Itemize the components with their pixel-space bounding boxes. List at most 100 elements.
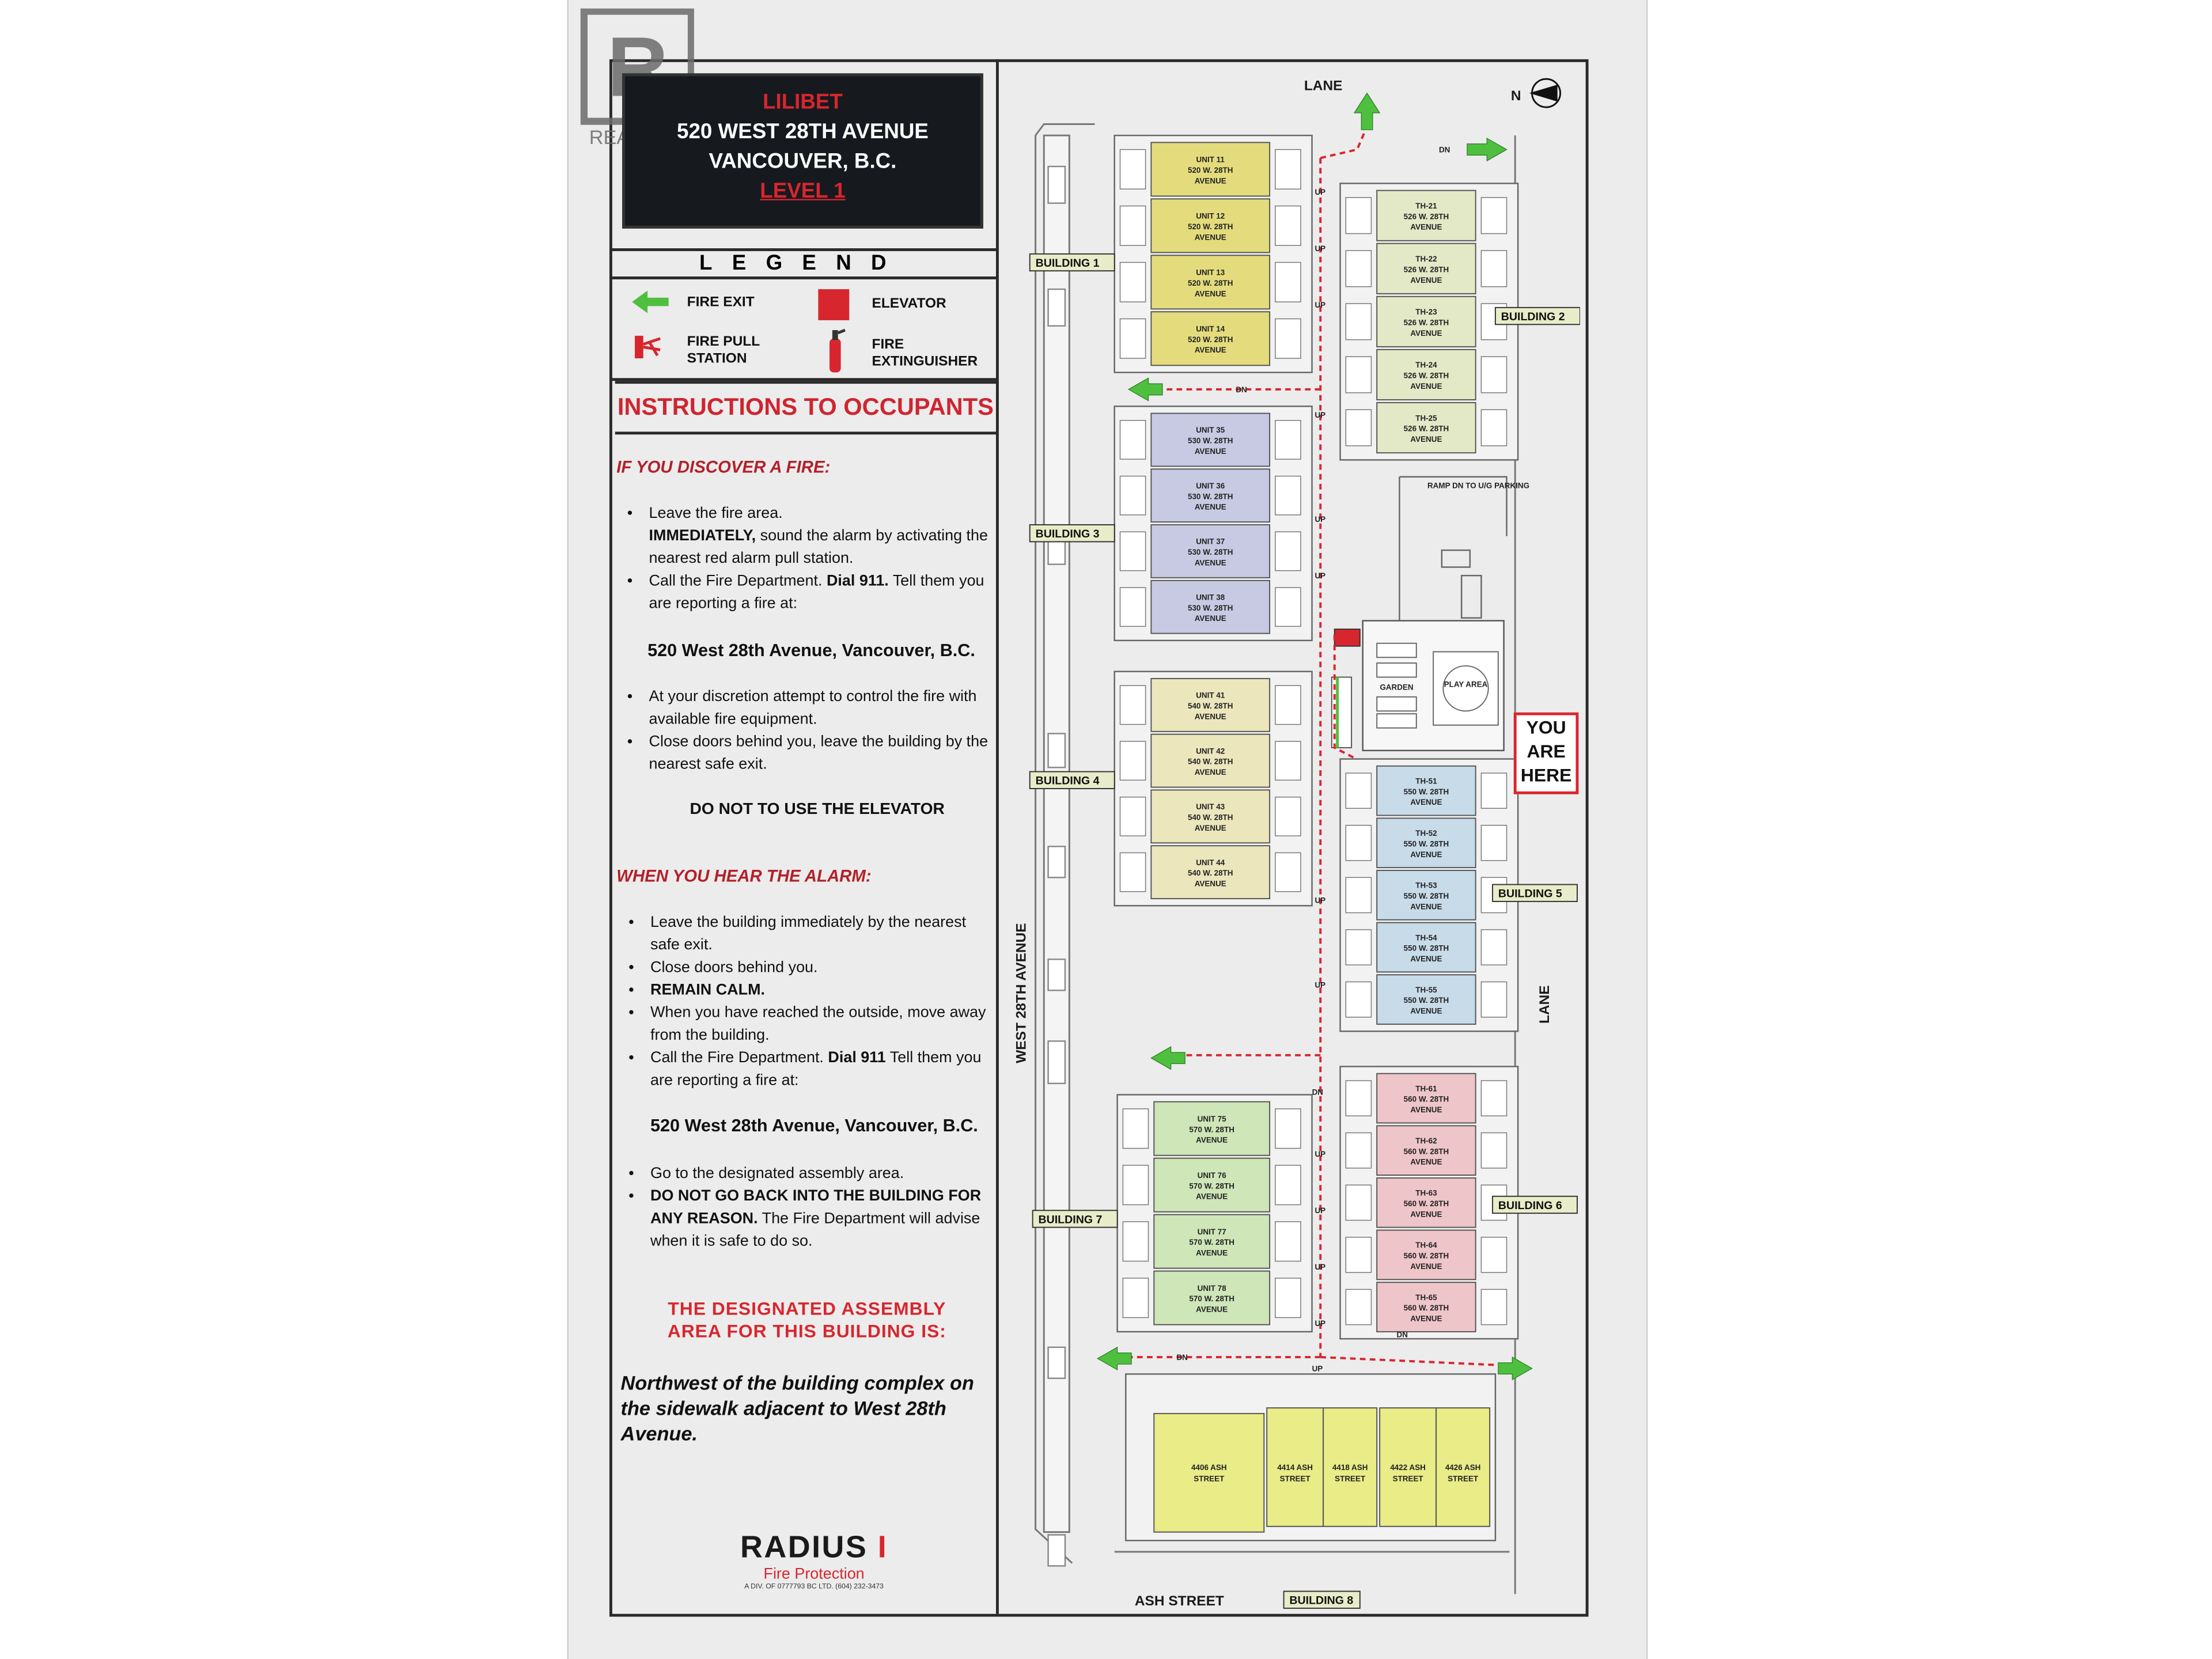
legend: FIRE EXIT ELEVATOR FIRE PULL STATION FIR… — [609, 276, 996, 381]
legend-pull-station-label: FIRE PULL STATION — [687, 334, 760, 368]
stair-marker: UP — [1315, 1150, 1325, 1158]
ramp-label: RAMP DN TO U/G PARKING — [1427, 481, 1529, 490]
play-area-label: PLAY AREA — [1444, 680, 1488, 689]
legend-heading: LEGEND — [609, 248, 996, 279]
stair-marker: UP — [1315, 301, 1325, 309]
building-label: BUILDING 4 — [1036, 775, 1100, 787]
stair-marker: UP — [1315, 571, 1325, 580]
company-tiny: A DIV. OF 0777793 BC LTD. (604) 232-3473 — [744, 1582, 884, 1592]
discover-steps: Leave the fire area. IMMEDIATELY, sound … — [618, 502, 993, 615]
garden-label: GARDEN — [1380, 683, 1413, 692]
building-label: BUILDING 5 — [1498, 888, 1562, 900]
stair-marker: UP — [1315, 896, 1325, 904]
alarm-step-3: REMAIN CALM. — [647, 979, 994, 1002]
assembly-heading: THE DESIGNATED ASSEMBLY AREA FOR THIS BU… — [621, 1298, 994, 1343]
exit-arrow-east — [1498, 1356, 1533, 1381]
alarm-address: 520 West 28th Avenue, Vancouver, B.C. — [650, 1116, 978, 1136]
stair-marker: DN — [1397, 1331, 1408, 1339]
stair-marker: UP — [1315, 411, 1325, 419]
discover-heading: IF YOU DISCOVER A FIRE: — [616, 457, 831, 477]
stair-marker: UP — [1315, 1263, 1325, 1271]
lane-top-label: LANE — [1304, 78, 1343, 94]
building-label: BUILDING 3 — [1036, 528, 1100, 540]
discover-steps-2: At your discretion attempt to control th… — [618, 685, 993, 776]
alarm-step-5: Call the Fire Department. Dial 911 Tell … — [647, 1047, 994, 1092]
fire-extinguisher-icon — [830, 328, 846, 373]
assembly-heading-line2: AREA FOR THIS BUILDING IS: — [667, 1320, 946, 1342]
legend-pull-line1: FIRE PULL — [687, 334, 760, 350]
building-label: BUILDING 8 — [1289, 1594, 1353, 1607]
alarm-steps: Leave the building immediately by the ne… — [619, 911, 994, 1092]
stair-marker: DN — [1312, 1088, 1323, 1096]
alarm-step-7: DO NOT GO BACK INTO THE BUILDING FOR ANY… — [647, 1185, 994, 1253]
building-name: LILIBET — [763, 90, 843, 115]
you-here-line2: ARE — [1527, 740, 1566, 762]
discover-step-1: Leave the fire area. — [646, 502, 993, 525]
stair-marker: DN — [1176, 1353, 1187, 1362]
elevator-marker — [1334, 628, 1361, 647]
alarm-step-1: Leave the building immediately by the ne… — [647, 911, 994, 956]
fire-pull-station-icon — [635, 335, 661, 359]
exit-arrow-west-1 — [1127, 377, 1163, 402]
legend-fire-exit-label: FIRE EXIT — [687, 294, 755, 310]
assembly-location: Northwest of the building complex on the… — [620, 1371, 974, 1445]
discover-step-3: Call the Fire Department. Dial 911. Tell… — [646, 570, 993, 615]
stair-marker: UP — [1312, 1364, 1323, 1373]
discover-step-4: At your discretion attempt to control th… — [646, 685, 993, 730]
north-label: N — [1511, 88, 1521, 104]
address-line-1: 520 WEST 28TH AVENUE — [677, 120, 929, 144]
level-label: LEVEL 1 — [760, 179, 846, 203]
parking-ramp: RAMP DN TO U/G PARKING — [1399, 476, 1529, 621]
you-are-here-marker: YOU ARE HERE — [1513, 712, 1579, 794]
building-label: BUILDING 1 — [1036, 257, 1100, 270]
exit-arrow-northeast — [1467, 137, 1508, 162]
discover-address: 520 West 28th Avenue, Vancouver, B.C. — [647, 640, 975, 661]
stair-marker: UP — [1315, 188, 1325, 196]
